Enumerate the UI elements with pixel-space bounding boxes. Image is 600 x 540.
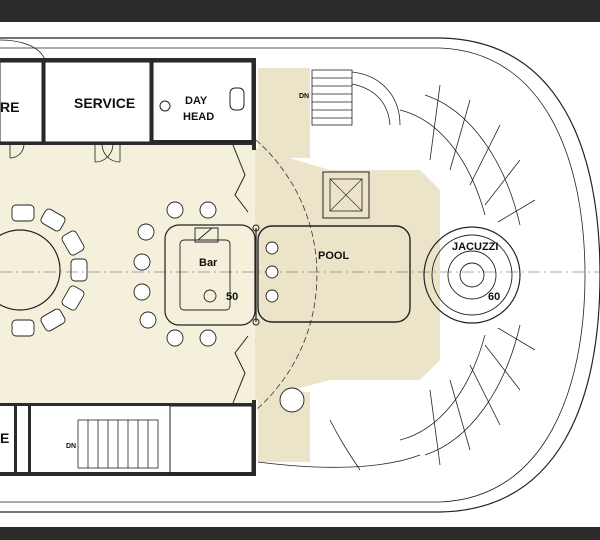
- bottom-border: [0, 527, 600, 540]
- day-head-room: [152, 61, 253, 143]
- service-left-wall: [42, 60, 45, 144]
- day-head-label-1: DAY: [185, 95, 208, 107]
- bar-counter: [164, 224, 256, 326]
- jacuzzi-core: [459, 262, 485, 288]
- top-wall: [0, 58, 255, 62]
- jacuzzi-number: 60: [488, 291, 500, 303]
- aft-bulkhead-bottom: [252, 400, 256, 476]
- bottom-wall-2: [0, 472, 255, 476]
- pool-label: POOL: [318, 250, 349, 262]
- salon-floor: [0, 142, 255, 405]
- hull-inner-outline: [0, 47, 586, 503]
- hatch-outer: [322, 171, 370, 219]
- store-room: [0, 61, 43, 143]
- dining-chairs: [11, 204, 88, 337]
- teak-deck-main: [255, 148, 440, 400]
- divider-post-top: [252, 224, 260, 232]
- lower-aft-curves: [257, 419, 421, 471]
- head-door: [101, 143, 121, 163]
- store-door: [9, 143, 25, 159]
- divider-post-bottom: [252, 318, 260, 326]
- bar-fixture: [203, 289, 217, 303]
- stair-top-label: DN: [299, 93, 309, 100]
- top-wall-2: [0, 142, 255, 145]
- jacuzzi-mid: [431, 234, 513, 316]
- stair-bottom-label: DN: [66, 443, 76, 450]
- jacuzzi-inner: [447, 250, 497, 300]
- lower-left-wall: [14, 406, 17, 474]
- salon-door-top: [232, 144, 249, 213]
- dining-table: [0, 229, 61, 311]
- toilet-fixture: [229, 87, 245, 111]
- bottom-wall: [0, 403, 255, 406]
- top-border: [0, 0, 600, 22]
- lower-stair-wall: [28, 406, 31, 474]
- lower-right-room: [169, 405, 253, 475]
- aft-bulkhead-top: [252, 58, 256, 150]
- lower-left-label: E: [0, 430, 9, 446]
- teak-deck-left: [258, 68, 310, 158]
- salon-door-bottom: [232, 335, 249, 404]
- hatch-cross: [329, 178, 363, 212]
- stairs-top: [311, 69, 401, 126]
- bar-inner: [179, 239, 231, 311]
- stepped-seating-lower: [399, 324, 536, 466]
- jacuzzi-label: JACUZZI: [452, 241, 498, 253]
- stepped-seating-upper: [399, 84, 536, 226]
- hull-outline: [0, 37, 600, 513]
- store-label: RE: [0, 99, 19, 115]
- day-head-label-2: HEAD: [183, 111, 214, 123]
- jacuzzi-outer: [423, 226, 521, 324]
- bar-sink: [194, 227, 219, 243]
- sink-fixture: [159, 100, 171, 112]
- hatch-inner: [329, 178, 363, 212]
- bar-stools: [133, 201, 305, 413]
- upper-side-curve: [0, 39, 46, 140]
- service-label: SERVICE: [74, 95, 135, 111]
- stairs-bottom: [77, 419, 159, 469]
- bar-label: Bar: [199, 257, 218, 269]
- service-right-wall: [150, 60, 153, 144]
- service-room: [44, 61, 151, 143]
- bar-number: 50: [226, 291, 238, 303]
- sliding-door-arc: [255, 139, 318, 411]
- pool: [257, 225, 411, 323]
